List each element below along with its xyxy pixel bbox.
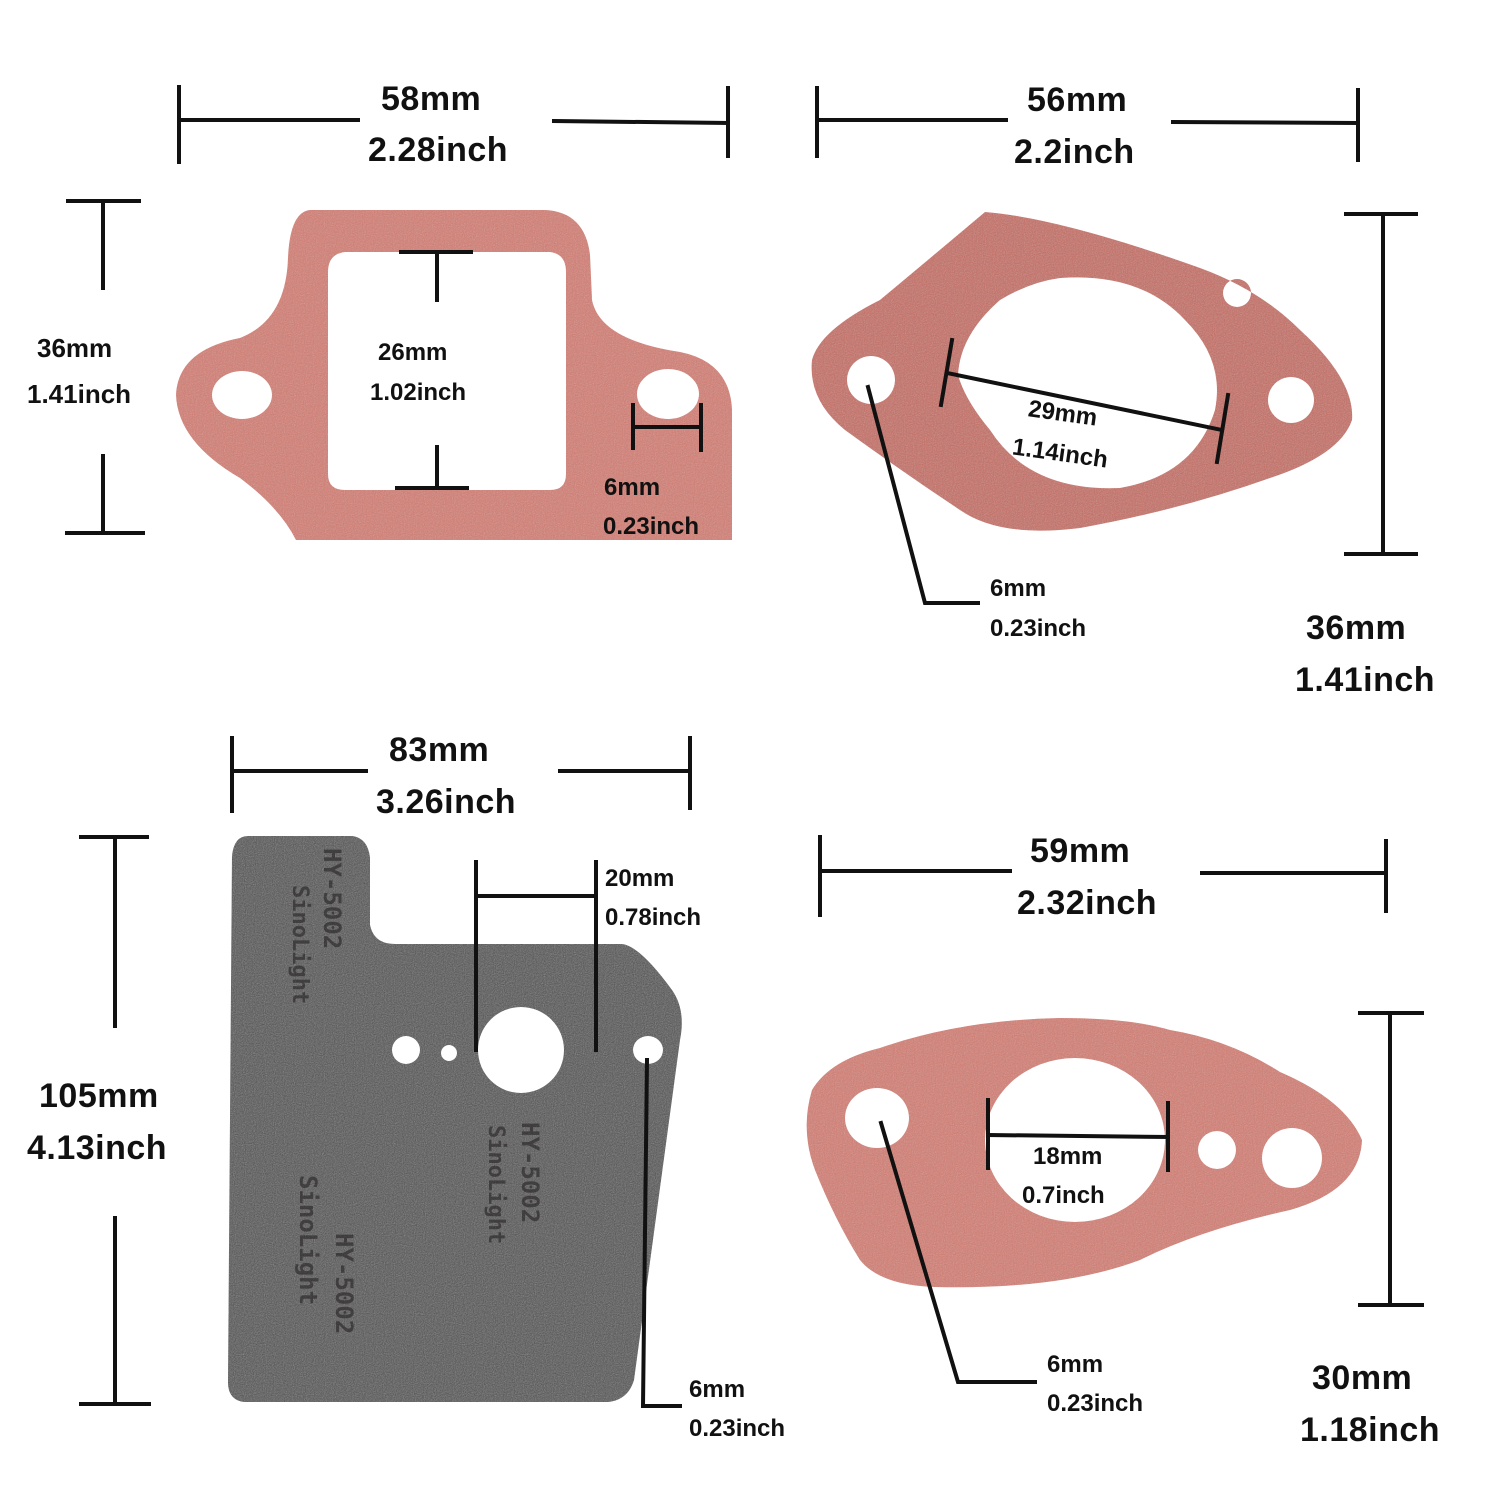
- stamp-brand-1: SinoLight: [287, 885, 312, 1005]
- bl-opening-mm: 20mm: [605, 865, 675, 892]
- bl-height-mm: 105mm: [39, 1077, 159, 1115]
- br-height-inch: 1.18inch: [1300, 1411, 1441, 1449]
- br-width-inch: 2.32inch: [1017, 884, 1158, 922]
- bl-opening-inch: 0.78inch: [605, 904, 702, 931]
- tl-height-inch: 1.41inch: [27, 379, 132, 409]
- stamp-model-2: HY-5002: [516, 1122, 544, 1224]
- tl-opening-mm: 26mm: [378, 339, 448, 366]
- tr-width-inch: 2.2inch: [1014, 133, 1135, 171]
- bl-hole-mm: 6mm: [689, 1376, 746, 1403]
- tr-hole-inch: 0.23inch: [990, 615, 1087, 642]
- bl-width-mm: 83mm: [389, 731, 490, 769]
- tl-hole-inch: 0.23inch: [603, 513, 700, 540]
- stamp-model-3: HY-5002: [330, 1233, 358, 1335]
- br-width-mm: 59mm: [1030, 832, 1131, 870]
- gasket-bottom-right: [806, 1018, 1362, 1288]
- tl-opening-inch: 1.02inch: [370, 379, 467, 406]
- stamp-brand-2: SinoLight: [483, 1125, 508, 1245]
- stamp-model-1: HY-5002: [318, 848, 346, 950]
- bl-width-inch: 3.26inch: [376, 783, 517, 821]
- bl-hole-inch: 0.23inch: [689, 1415, 786, 1442]
- bl-height-inch: 4.13inch: [27, 1129, 168, 1167]
- tr-width-mm: 56mm: [1027, 81, 1128, 119]
- tl-width-inch: 2.28inch: [368, 131, 509, 169]
- stamp-brand-3: SinoLight: [294, 1175, 322, 1306]
- br-hole-mm: 6mm: [1047, 1351, 1104, 1378]
- gasket-top-left: [176, 210, 732, 540]
- tr-height-mm: 36mm: [1306, 609, 1407, 647]
- tr-hole-mm: 6mm: [990, 575, 1047, 602]
- br-height-mm: 30mm: [1312, 1359, 1413, 1397]
- dimension-lines: [65, 85, 1424, 1408]
- tl-width-mm: 58mm: [381, 80, 482, 118]
- gasket-bottom-left: [228, 836, 682, 1402]
- tr-height-inch: 1.41inch: [1295, 661, 1436, 699]
- tl-height-mm: 36mm: [37, 333, 113, 363]
- tl-hole-mm: 6mm: [604, 474, 661, 501]
- br-opening-mm: 18mm: [1033, 1143, 1103, 1170]
- br-hole-inch: 0.23inch: [1047, 1390, 1144, 1417]
- br-opening-inch: 0.7inch: [1022, 1182, 1105, 1209]
